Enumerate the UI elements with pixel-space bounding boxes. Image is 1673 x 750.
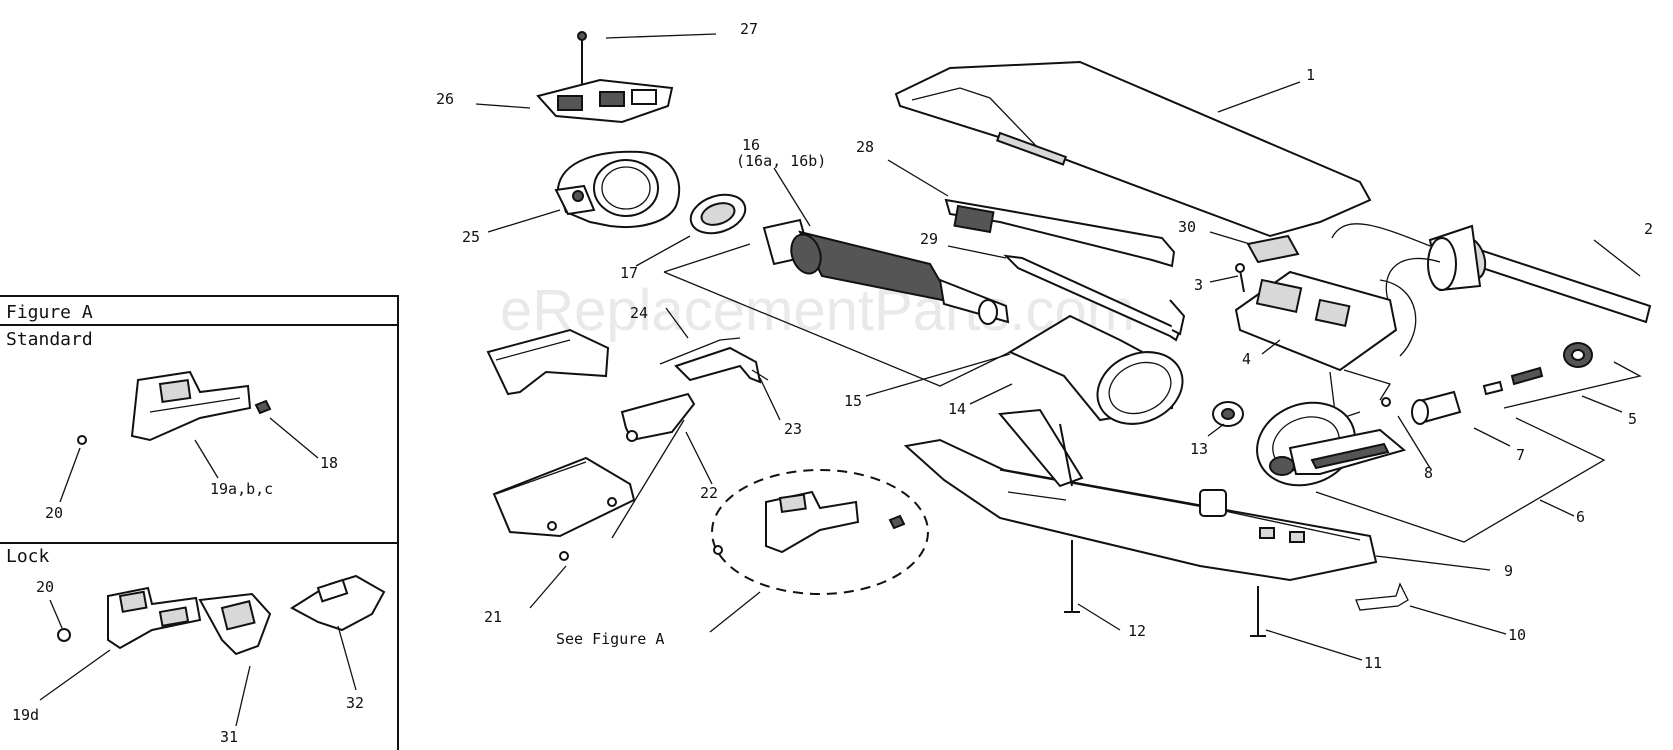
callouts: 1 2 3 4 5 6 7 8 9 10 11 12 13 14 15 16 (… xyxy=(436,20,1653,672)
roller-part-7 xyxy=(1411,390,1462,425)
screw-part-20-standard xyxy=(77,435,87,445)
armature-part-16 xyxy=(762,218,1010,325)
screw-part-20-lock xyxy=(57,628,71,642)
callout-20-standard: 20 xyxy=(45,504,63,522)
callout-16: 16 xyxy=(742,136,760,154)
callout-7: 7 xyxy=(1516,446,1525,464)
figure-a-title: Figure A xyxy=(6,302,93,323)
callout-1: 1 xyxy=(1306,66,1315,84)
callout-26: 26 xyxy=(436,90,454,108)
rear-frame-part-6 xyxy=(1256,401,1407,487)
magnet-housing-part-14 xyxy=(1007,314,1184,425)
cap-part-26 xyxy=(536,78,674,124)
bearing-part-13 xyxy=(1212,401,1244,427)
bracket-part-28 xyxy=(944,198,1176,268)
screw-part-8 xyxy=(1381,397,1391,407)
spring-part-18 xyxy=(254,399,272,415)
callout-6: 6 xyxy=(1576,508,1585,526)
lock-plate-31 xyxy=(198,592,272,656)
callout-21: 21 xyxy=(484,608,502,626)
callout-20-lock: 20 xyxy=(36,578,54,596)
rod-part-29 xyxy=(1003,254,1186,342)
clip-part-10 xyxy=(1355,582,1409,611)
watermark: eReplacementParts.com xyxy=(500,278,1135,343)
lock-blade-guide-19d xyxy=(107,586,202,650)
callout-29: 29 xyxy=(920,230,938,248)
front-housing-part-25 xyxy=(554,150,681,228)
screw-part-11 xyxy=(1250,586,1266,637)
callout-17: 17 xyxy=(620,264,638,282)
standard-label: Standard xyxy=(6,329,93,350)
callout-2: 2 xyxy=(1644,220,1653,238)
blade-guide-detail xyxy=(713,490,906,555)
spring-clip-part-23 xyxy=(659,337,769,384)
bottom-housing-part-9 xyxy=(903,408,1378,582)
callout-30: 30 xyxy=(1178,218,1196,236)
callout-5: 5 xyxy=(1628,410,1637,428)
callout-8: 8 xyxy=(1424,464,1433,482)
callout-18: 18 xyxy=(320,454,338,472)
callout-31: 31 xyxy=(220,728,238,746)
standard-blade-guide xyxy=(130,370,252,442)
callout-11: 11 xyxy=(1364,654,1382,672)
figure-a-box: Figure A Standard Lock xyxy=(0,295,399,750)
callout-14: 14 xyxy=(948,400,966,418)
callout-22: 22 xyxy=(700,484,718,502)
switch-part-30 xyxy=(1246,234,1300,264)
lock-plate-32 xyxy=(290,574,386,632)
callout-15: 15 xyxy=(844,392,862,410)
callout-13: 13 xyxy=(1190,440,1208,458)
spring-assembly-part-5 xyxy=(1482,342,1593,396)
callout-4: 4 xyxy=(1242,350,1251,368)
upper-blade-part-24 xyxy=(486,328,610,396)
lock-label: Lock xyxy=(6,546,50,567)
bearing-part-17 xyxy=(689,193,747,235)
callout-23: 23 xyxy=(784,420,802,438)
callout-27: 27 xyxy=(740,20,758,38)
screw-part-3 xyxy=(1235,263,1245,293)
see-figure-a-circle xyxy=(711,469,929,595)
lower-blade-part-21 xyxy=(492,456,636,538)
top-housing-part-1 xyxy=(894,60,1372,238)
callout-19abc: 19a,b,c xyxy=(210,480,273,498)
callout-10: 10 xyxy=(1508,626,1526,644)
callout-32: 32 xyxy=(346,694,364,712)
circuit-board-part-4 xyxy=(1234,270,1417,421)
callout-12: 12 xyxy=(1128,622,1146,640)
callout-25: 25 xyxy=(462,228,480,246)
see-figure-a-label: See Figure A xyxy=(556,630,664,648)
callout-9: 9 xyxy=(1504,562,1513,580)
screw-part-12 xyxy=(1064,540,1080,613)
leader-lines xyxy=(475,33,1642,661)
callout-19d: 19d xyxy=(12,706,39,724)
bracket-part-22 xyxy=(620,392,696,442)
callout-3: 3 xyxy=(1194,276,1203,294)
callout-24: 24 xyxy=(630,304,648,322)
screw-part-21 xyxy=(559,551,569,561)
callout-16ab: (16a, 16b) xyxy=(736,152,826,170)
power-cord-part-2 xyxy=(1331,223,1652,324)
callout-28: 28 xyxy=(856,138,874,156)
